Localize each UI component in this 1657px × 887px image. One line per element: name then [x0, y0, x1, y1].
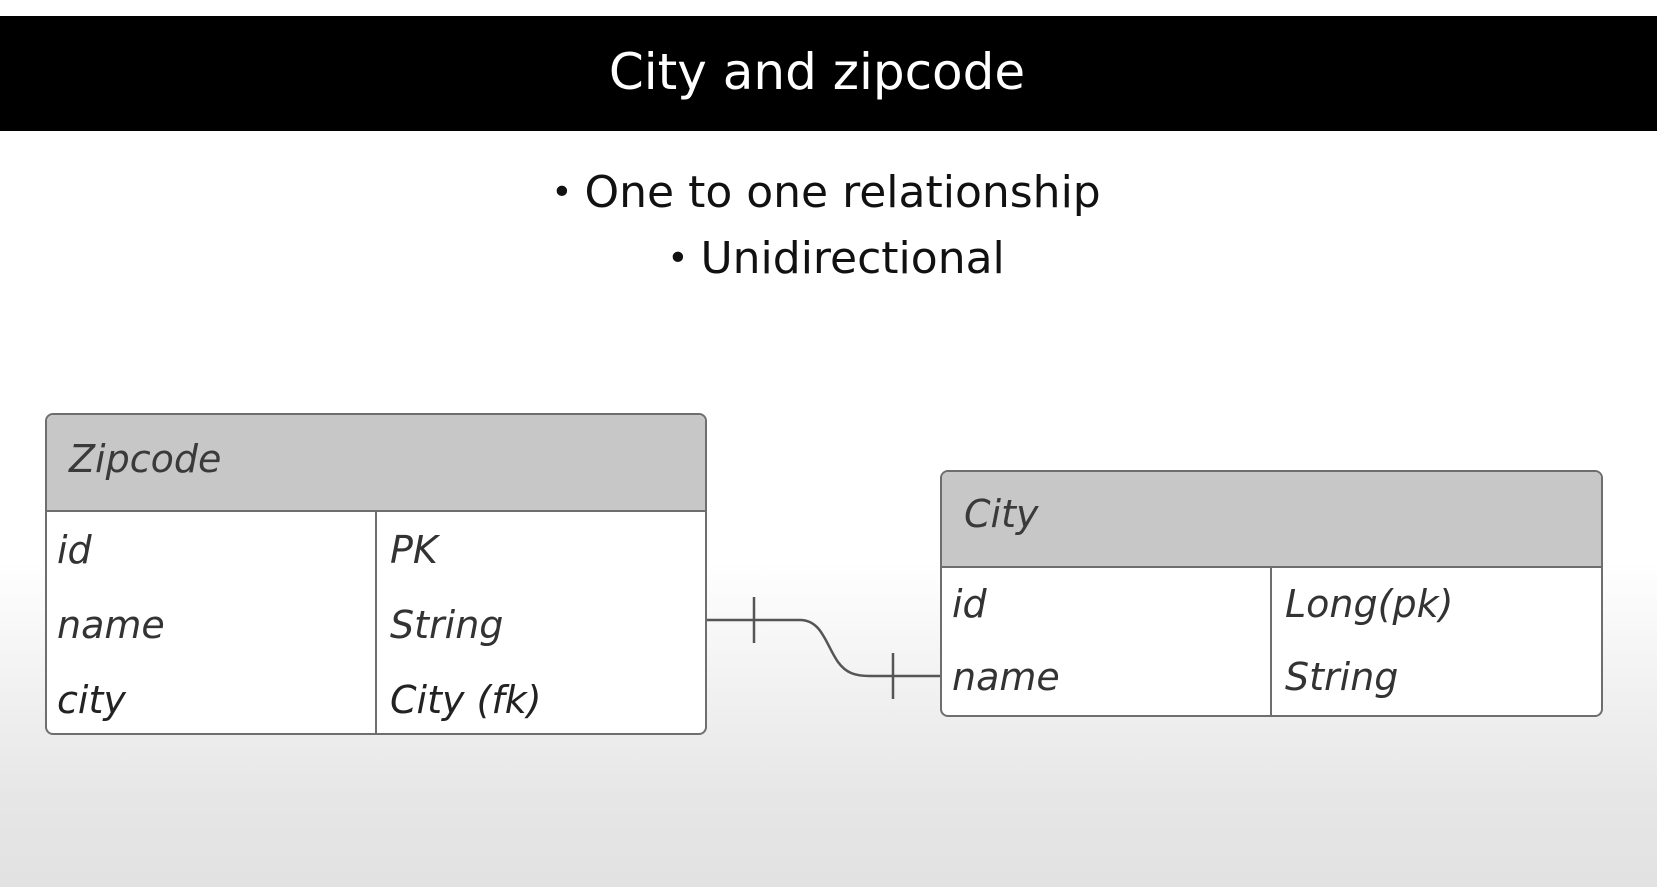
field-type: PK — [390, 528, 438, 572]
column-divider — [1270, 568, 1272, 715]
city-entity[interactable]: City id Long(pk) name String — [940, 470, 1603, 717]
entity-name: City — [964, 492, 1039, 536]
bullet-item: • Unidirectional — [15, 226, 1657, 292]
field-type: Long(pk) — [1285, 582, 1454, 626]
title-bar — [0, 16, 1657, 131]
bullet-item: • One to one relationship — [0, 160, 1657, 226]
top-margin — [0, 0, 1657, 16]
field-name: city — [57, 678, 126, 722]
entity-header: City — [942, 472, 1601, 568]
entity-name: Zipcode — [69, 437, 222, 481]
zipcode-entity[interactable]: Zipcode id PK name String city City (fk) — [45, 413, 707, 735]
entity-header: Zipcode — [47, 415, 705, 512]
field-name: name — [952, 655, 1060, 699]
bullet-text: One to one relationship — [584, 167, 1101, 218]
field-name: id — [952, 582, 987, 626]
bullet-list: • One to one relationship • Unidirectional — [0, 160, 1657, 292]
field-name: name — [57, 603, 165, 647]
bullet-text: Unidirectional — [700, 233, 1005, 284]
field-name: id — [57, 528, 92, 572]
slide-title: City and zipcode — [608, 43, 1026, 101]
field-type: String — [390, 603, 504, 647]
connector-line — [707, 618, 940, 678]
field-type: String — [1285, 655, 1399, 699]
field-type: City (fk) — [390, 678, 542, 722]
column-divider — [375, 512, 377, 733]
bullet-dot-icon: • — [667, 238, 689, 279]
bullet-dot-icon: • — [551, 172, 573, 213]
